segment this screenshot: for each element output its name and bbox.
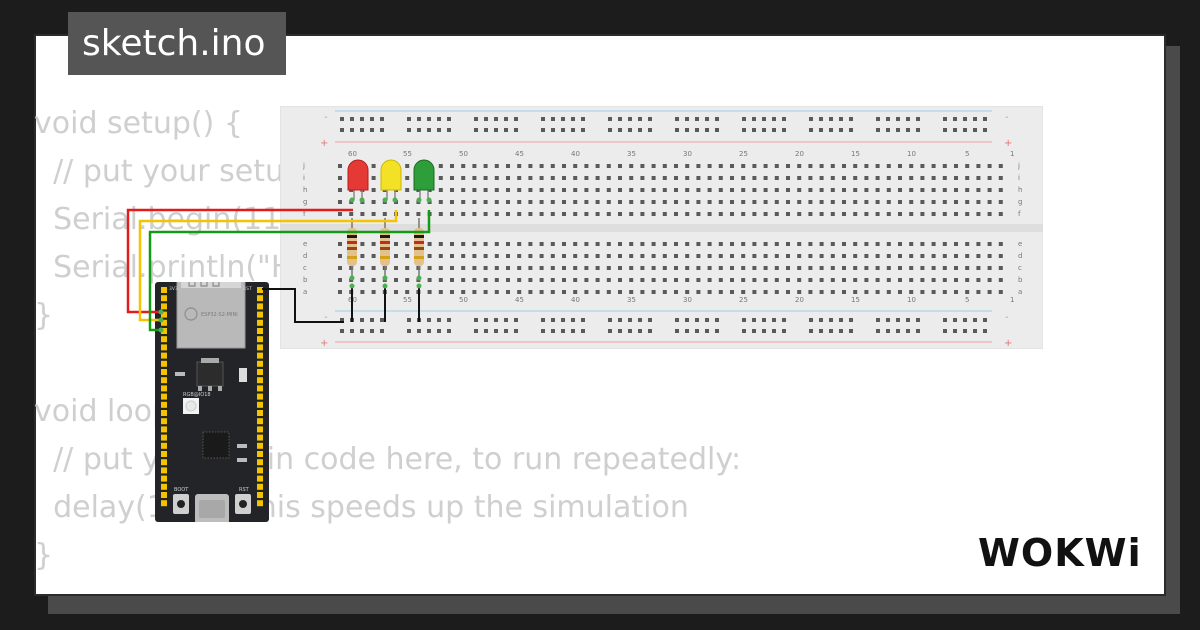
row-label: d xyxy=(1018,252,1022,260)
code-line: // put your main code here, to run repea… xyxy=(34,442,742,477)
rst-label: RST xyxy=(239,487,250,493)
row-label: g xyxy=(1018,198,1022,206)
column-label: 10 xyxy=(907,150,916,158)
cpu-chip xyxy=(202,431,230,459)
pin-rst-label: RST xyxy=(243,286,252,292)
svg-text:+: + xyxy=(320,338,328,349)
row-label: e xyxy=(1018,240,1022,248)
row-label: i xyxy=(1018,174,1020,182)
row-label: g xyxy=(303,198,307,206)
column-label: 25 xyxy=(739,150,748,158)
row-label: b xyxy=(1018,276,1023,284)
rgb-led-label: RGB@IO18 xyxy=(183,392,211,398)
row-label: j xyxy=(1017,162,1020,170)
module-label: ESP32-S2-MINI xyxy=(201,312,238,318)
svg-text:+: + xyxy=(1004,138,1012,149)
svg-text:+: + xyxy=(320,138,328,149)
column-label: 45 xyxy=(515,296,524,304)
column-label: 40 xyxy=(571,150,580,158)
column-label: 60 xyxy=(348,150,357,158)
row-label: e xyxy=(303,240,307,248)
svg-text:-: - xyxy=(1005,312,1009,323)
column-label: 35 xyxy=(627,296,636,304)
column-label: 1 xyxy=(1010,296,1014,304)
wokwi-logo-text: WOKWi xyxy=(978,531,1142,574)
code-line: } xyxy=(34,298,54,333)
column-label: 20 xyxy=(795,150,804,158)
column-label: 50 xyxy=(459,150,468,158)
svg-text:-: - xyxy=(1005,112,1009,123)
row-label: h xyxy=(303,186,307,194)
row-label: j xyxy=(302,162,305,170)
column-label: 55 xyxy=(403,150,412,158)
svg-text:-: - xyxy=(324,312,328,323)
column-label: 15 xyxy=(851,296,860,304)
column-label: 1 xyxy=(1010,150,1014,158)
code-line: } xyxy=(34,538,54,573)
column-label: 30 xyxy=(683,296,692,304)
column-label: 40 xyxy=(571,296,580,304)
row-label: i xyxy=(303,174,305,182)
row-label: a xyxy=(303,288,307,296)
column-label: 5 xyxy=(965,150,969,158)
esp32-s2-board[interactable]: ESP32-S2-MINI RGB@IO18 BOOT RST 3V3 RST xyxy=(155,282,269,522)
row-label: f xyxy=(1018,210,1021,218)
svg-text:+: + xyxy=(1004,338,1012,349)
row-label: a xyxy=(1018,288,1022,296)
svg-text:-: - xyxy=(324,112,328,123)
breadboard[interactable]: - - + + + + - - 60 55 50 45 40 35 30 25 … xyxy=(280,106,1043,349)
column-label: 30 xyxy=(683,150,692,158)
column-label: 5 xyxy=(965,296,969,304)
row-label: c xyxy=(1018,264,1022,272)
column-label: 20 xyxy=(795,296,804,304)
file-tab[interactable]: sketch.ino xyxy=(68,12,286,75)
wokwi-logo: WOKWi xyxy=(978,531,1142,574)
column-label: 15 xyxy=(851,150,860,158)
column-label: 60 xyxy=(348,296,357,304)
column-label: 50 xyxy=(459,296,468,304)
column-label: 55 xyxy=(403,296,412,304)
row-label: c xyxy=(303,264,307,272)
column-label: 45 xyxy=(515,150,524,158)
column-label: 10 xyxy=(907,296,916,304)
boot-label: BOOT xyxy=(174,487,189,493)
pin-3v3-label: 3V3 xyxy=(169,286,178,292)
row-label: d xyxy=(303,252,307,260)
column-label: 35 xyxy=(627,150,636,158)
column-label: 25 xyxy=(739,296,748,304)
code-line: void setup() { xyxy=(34,106,243,141)
file-tab-label: sketch.ino xyxy=(82,23,266,64)
code-line: delay(10); // this speeds up the simulat… xyxy=(34,490,689,525)
row-label: h xyxy=(1018,186,1022,194)
row-label: b xyxy=(303,276,308,284)
